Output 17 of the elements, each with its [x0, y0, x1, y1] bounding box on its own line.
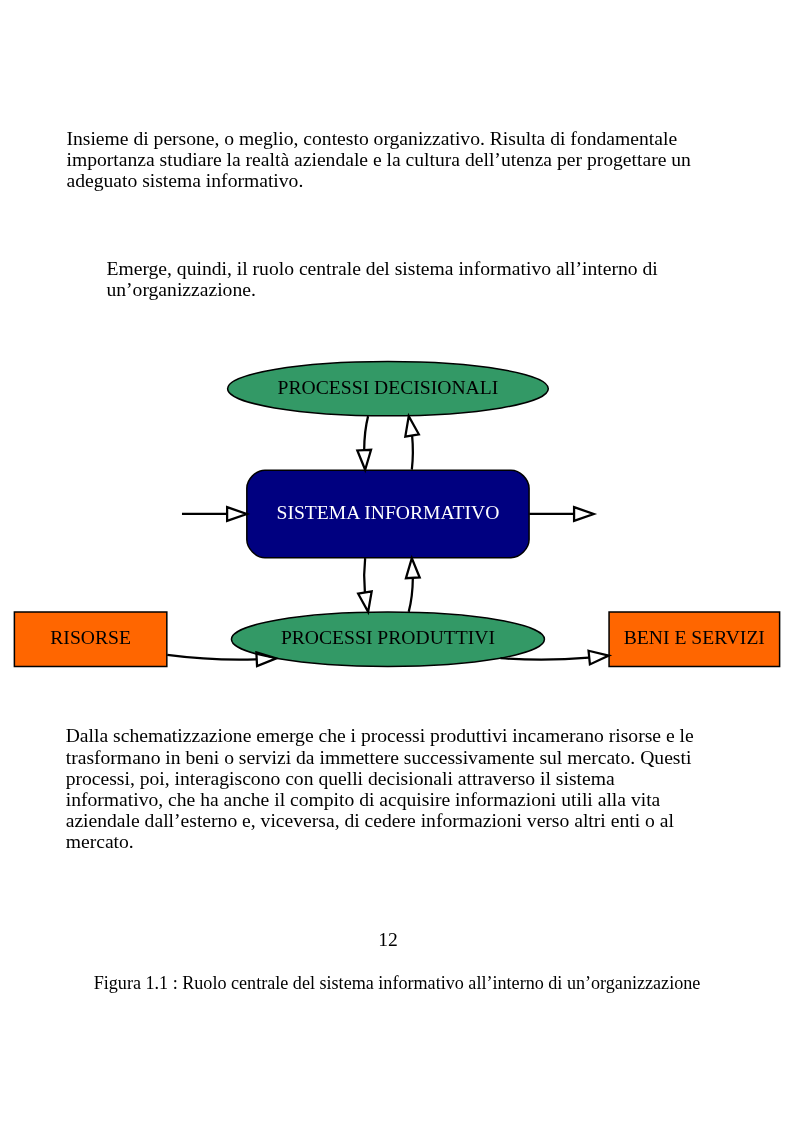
label: Dalla schematizzazione emerge che i processi produttivi incamerano risorse e le trasformano in beni o servizi da immettere successivamente sul mercato. Questi processi, poi, interagiscono con quelli decisionali attraverso il sistema informativo, che ha anche il compito di acquisire informazioni utili alla vita aziendale dall’esterno e, viceversa, di cedere informazioni verso altri enti o al mercato.: [65, 725, 694, 853]
node-ellipse: PROCESSI DECISIONALI: [226, 360, 550, 417]
arrow: [167, 650, 280, 668]
node-box: SISTEMA INFORMATIVO: [246, 469, 530, 559]
arrow: [182, 505, 251, 523]
arrow: [500, 649, 613, 667]
arrow: [356, 558, 374, 616]
arrow: [529, 505, 598, 523]
arrow: [404, 554, 422, 613]
node-box: RISORSE: [13, 611, 168, 668]
caption: Figura 1.1 : Ruolo centrale del sistema informativo all’interno di un’organizzazione: [93, 972, 701, 993]
arrow: [403, 412, 421, 470]
label: Emerge, quindi, il ruolo centrale del sistema informativo all’interno di un’organizzazione.: [106, 257, 658, 300]
arrow: [355, 415, 373, 474]
label: Insieme di persone, o meglio, contesto organizzativo. Risulta di fondamentale importanza studiare la realtà aziendale e la cultura dell’utenza per progettare un adeguato sistema informativo.: [66, 127, 691, 192]
label: 12: [378, 929, 398, 951]
node-box: BENI E SERVIZI: [608, 611, 781, 668]
